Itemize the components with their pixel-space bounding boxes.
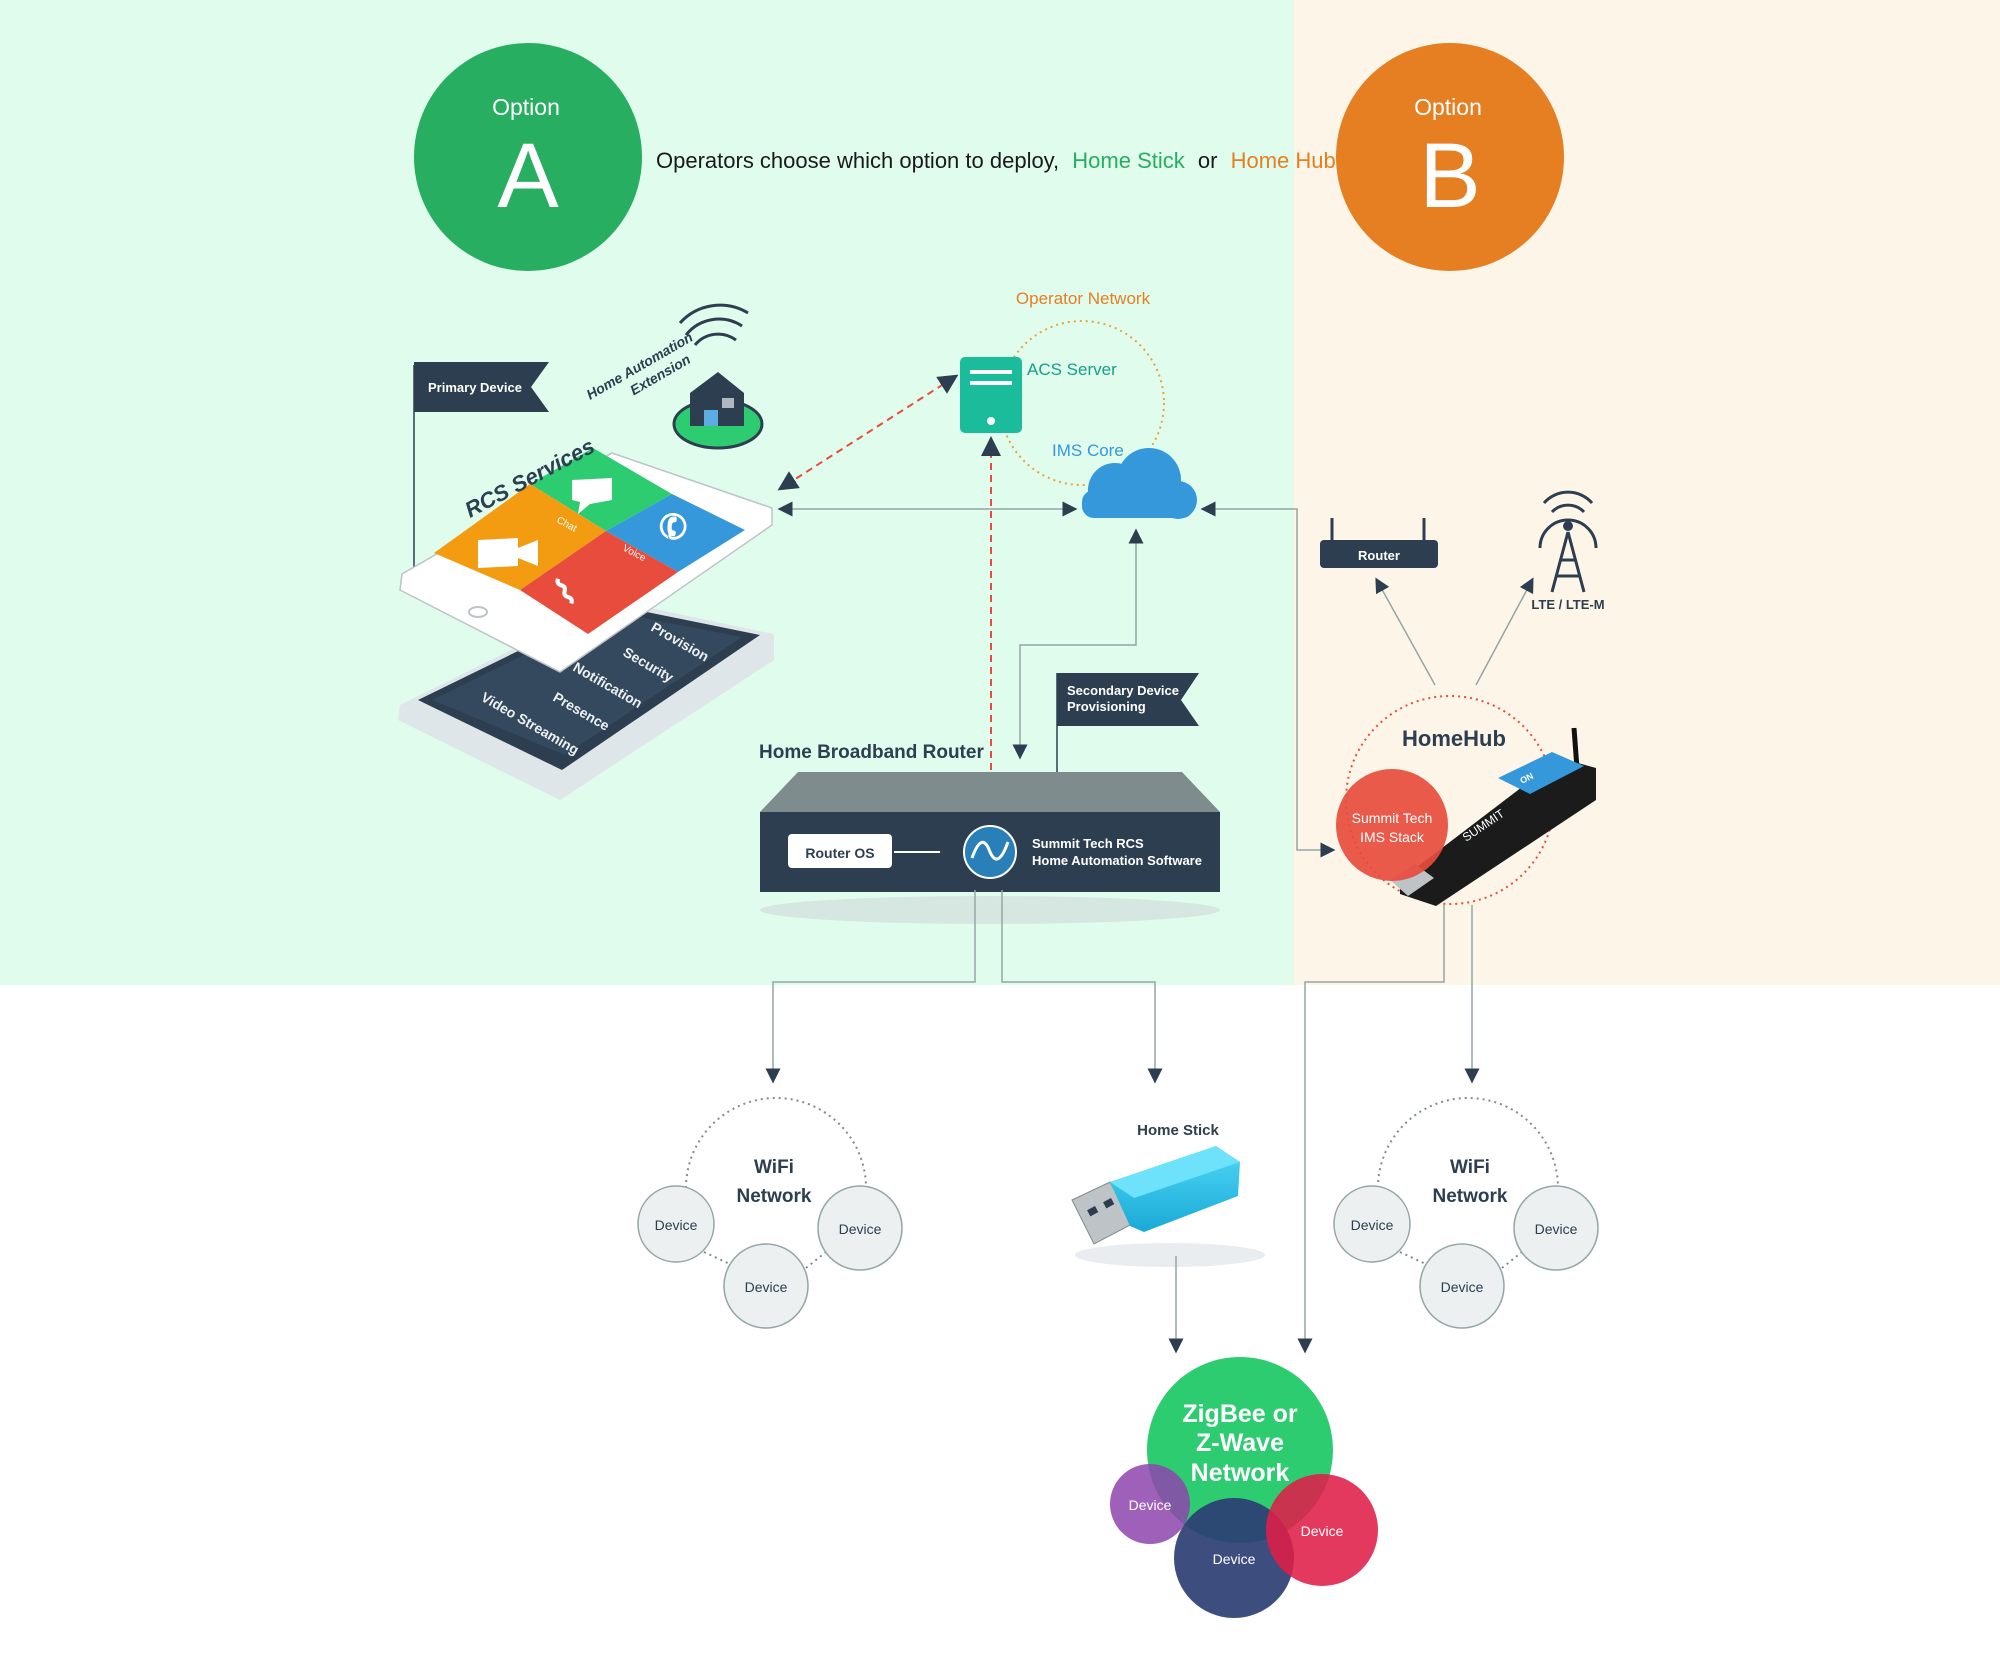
wifi-left-device-1 bbox=[637, 1185, 715, 1263]
wifi-left-device-3-label: Device bbox=[745, 1279, 788, 1295]
zigbee-label-3: Network bbox=[1191, 1459, 1290, 1487]
wifi-left-device-1-label: Device bbox=[655, 1217, 698, 1233]
wifi-network-right: WiFi Network Device Device Device bbox=[1333, 1097, 1599, 1329]
acs-server-label: ACS Server bbox=[1027, 360, 1117, 379]
wifi-router-icon: Router bbox=[1320, 518, 1438, 568]
wifi-right-device-1-label: Device bbox=[1351, 1217, 1394, 1233]
wifi-left-device-2 bbox=[817, 1185, 903, 1271]
operator-network-label: Operator Network bbox=[1016, 289, 1151, 308]
wifi-network-left: WiFi Network Device Device Device bbox=[637, 1097, 903, 1329]
primary-device-label: Primary Device bbox=[428, 380, 522, 395]
hub-zigbee-link bbox=[1297, 905, 1445, 1354]
router-label: Router bbox=[1358, 548, 1400, 563]
phone-acs-link bbox=[777, 374, 959, 491]
ims-core-label: IMS Core bbox=[1052, 441, 1124, 460]
headline-or: or bbox=[1198, 148, 1218, 173]
router-title: Home Broadband Router bbox=[759, 742, 984, 763]
home-automation-icon bbox=[672, 303, 764, 450]
wifi-right-device-1 bbox=[1333, 1185, 1411, 1263]
router-stick-link bbox=[1001, 890, 1163, 1084]
headline-home-stick: Home Stick bbox=[1072, 148, 1185, 173]
home-stick-label: Home Stick bbox=[1137, 1122, 1219, 1139]
wifi-right-device-2 bbox=[1513, 1185, 1599, 1271]
cloud-router-link bbox=[1012, 528, 1144, 760]
ims-stack-circle bbox=[1336, 769, 1448, 881]
hub-lte-link bbox=[1475, 577, 1534, 686]
zigbee-device-red-label: Device bbox=[1301, 1523, 1344, 1539]
cloud-icon bbox=[1082, 448, 1197, 519]
wifi-right-device-3-label: Device bbox=[1441, 1279, 1484, 1295]
option-b-badge: Option B bbox=[1336, 43, 1564, 271]
home-stick-device bbox=[1071, 1146, 1265, 1267]
zigbee-device-navy-label: Device bbox=[1213, 1551, 1256, 1567]
zigbee-device-purple bbox=[1110, 1464, 1190, 1544]
primary-device-flag: Primary Device bbox=[410, 362, 549, 579]
homehub-title: HomeHub bbox=[1402, 726, 1506, 751]
cell-tower-icon bbox=[1538, 490, 1598, 593]
wifi-right-device-2-label: Device bbox=[1535, 1221, 1578, 1237]
option-b-label: Option bbox=[1414, 94, 1482, 120]
wifi-left-label-2: Network bbox=[737, 1186, 812, 1207]
zigbee-label-2: Z-Wave bbox=[1196, 1429, 1284, 1457]
broadband-router: Router OS Summit Tech RCS Home Automatio… bbox=[760, 772, 1220, 924]
deploy-headline: Operators choose which option to deploy,… bbox=[656, 148, 1342, 173]
secondary-label-1: Secondary Device bbox=[1067, 683, 1179, 698]
secondary-label-2: Provisioning bbox=[1067, 699, 1146, 714]
hub-router-link bbox=[1375, 577, 1436, 686]
zigbee-label-1: ZigBee or bbox=[1182, 1400, 1298, 1428]
secondary-provisioning-flag: Secondary Device Provisioning bbox=[1053, 673, 1199, 795]
lte-label: LTE / LTE-M bbox=[1531, 597, 1604, 612]
software-label-2: Home Automation Software bbox=[1032, 853, 1202, 868]
router-os-box bbox=[788, 834, 892, 868]
option-b-letter: B bbox=[1419, 125, 1480, 227]
ims-stack-label-2: IMS Stack bbox=[1360, 829, 1425, 845]
option-a-label: Option bbox=[492, 94, 560, 120]
router-wifi-link bbox=[765, 890, 976, 1084]
option-a-badge: Option A bbox=[414, 43, 642, 271]
wifi-right-device-3 bbox=[1419, 1243, 1505, 1329]
zigbee-network: ZigBee or Z-Wave Network Device Device D… bbox=[1110, 1357, 1378, 1618]
software-label-1: Summit Tech RCS bbox=[1032, 836, 1144, 851]
rcs-phone: ✆ ⌇ Chat Voice Video Share Provision Sec… bbox=[398, 448, 774, 800]
zigbee-device-navy bbox=[1174, 1498, 1294, 1618]
option-a-letter: A bbox=[497, 125, 559, 227]
zigbee-device-purple-label: Device bbox=[1129, 1497, 1172, 1513]
operator-network-ring bbox=[999, 320, 1165, 486]
cloud-homehub-link bbox=[1200, 501, 1336, 858]
zigbee-device-red bbox=[1266, 1474, 1378, 1586]
wifi-left-device-3 bbox=[723, 1243, 809, 1329]
ims-stack-label-1: Summit Tech bbox=[1352, 810, 1433, 826]
router-os-label: Router OS bbox=[805, 845, 874, 861]
headline-home-hub: Home Hub. bbox=[1231, 148, 1342, 173]
wifi-left-device-2-label: Device bbox=[839, 1221, 882, 1237]
wifi-right-label-2: Network bbox=[1433, 1186, 1508, 1207]
headline-intro: Operators choose which option to deploy, bbox=[656, 148, 1059, 173]
wifi-right-label-1: WiFi bbox=[1450, 1157, 1490, 1178]
acs-server-icon bbox=[960, 357, 1022, 433]
wifi-left-label-1: WiFi bbox=[754, 1157, 794, 1178]
